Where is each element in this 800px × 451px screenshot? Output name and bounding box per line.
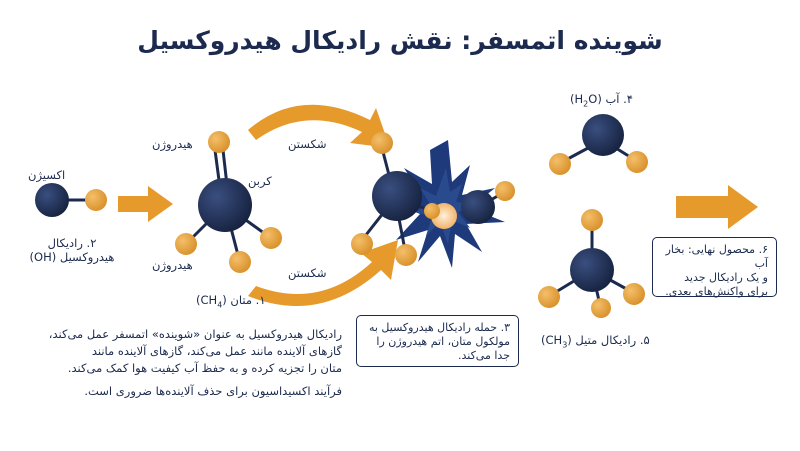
hydroxyl-radical-molecule [35, 183, 107, 217]
methane-molecule [175, 131, 282, 273]
water-label: ۴. آب (H2O) [570, 92, 633, 109]
methane-label: ۱. متان (CH4) [196, 293, 266, 310]
carbon-label: کربن [248, 174, 272, 188]
oxygen-atom [35, 183, 69, 217]
hydrogen-top-label: هیدروژن [152, 137, 193, 151]
curved-arrow-bottom-icon [248, 240, 398, 307]
break-top-label: شکستن [288, 137, 327, 151]
curved-arrow-top-icon [248, 104, 390, 148]
description-paragraph: رادیکال هیدروکسیل به عنوان «شوینده» اتمس… [48, 327, 342, 398]
methyl-label: ۵. رادیکال متیل (CH3) [541, 333, 650, 350]
arrow-right-icon [118, 186, 173, 222]
attacking-hydroxyl [461, 181, 515, 224]
final-product-box: ۶. محصول نهایی: بخار آب و یک رادیکال جدی… [652, 237, 777, 298]
oxygen-label: اکسیژن [28, 168, 66, 182]
hydrogen-bottom-label: هیدروژن [152, 258, 193, 272]
hydrogen-atom [85, 189, 107, 211]
carbon-atom [198, 178, 252, 232]
arrow-right-final-icon [676, 185, 758, 229]
radical-2-label: ۲. رادیکال هیدروکسیل (OH) [29, 236, 115, 264]
water-molecule [549, 114, 648, 175]
attack-methane-molecule [351, 132, 440, 266]
attack-description-box: ۳. حمله رادیکال هیدروکسیل به مولکول متان… [356, 315, 519, 367]
break-bottom-label: شکستن [288, 266, 327, 280]
page-title: شوینده اتمسفر: نقش رادیکال هیدروکسیل [137, 26, 663, 55]
methyl-radical-molecule [538, 209, 645, 318]
